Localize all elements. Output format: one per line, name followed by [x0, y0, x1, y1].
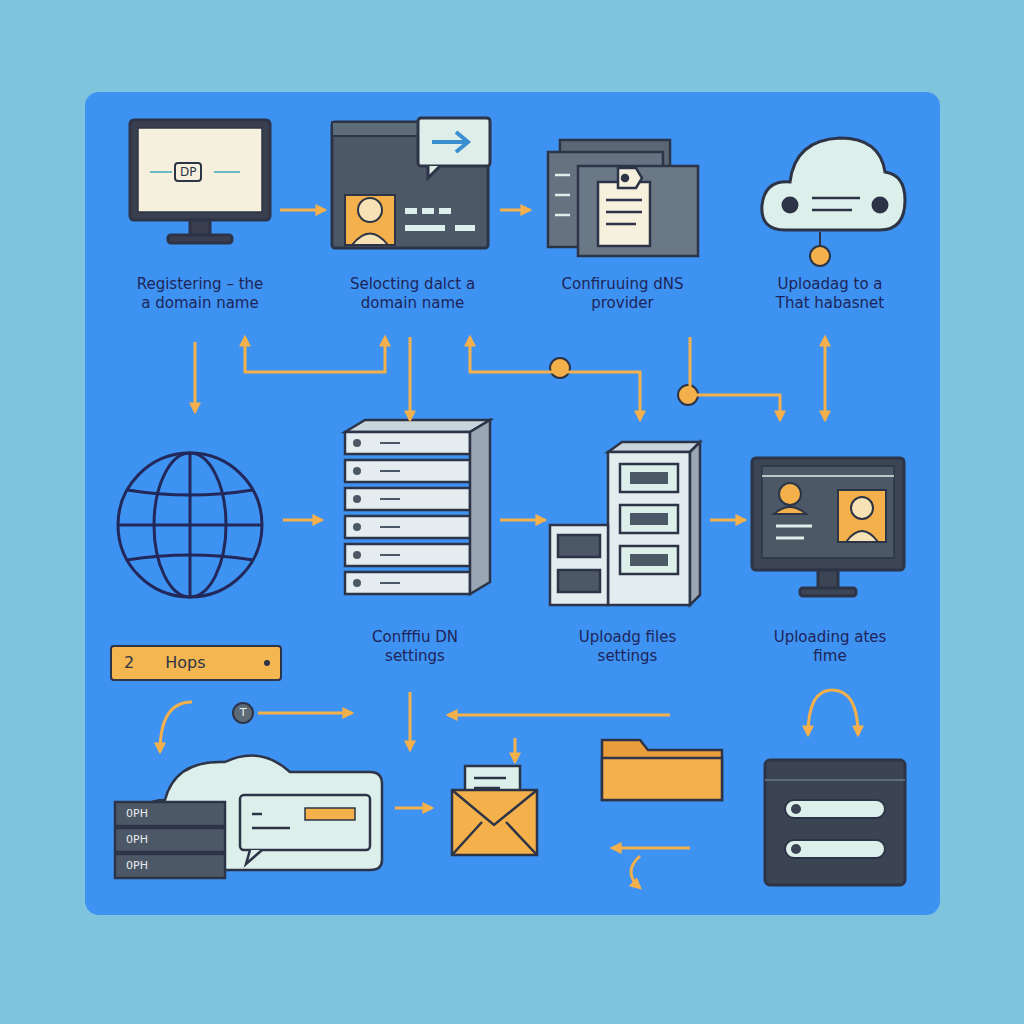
flow-connector — [500, 519, 545, 522]
step-box: Confiruuing dNS provider — [530, 115, 715, 337]
step-label: Uploadg files settings — [558, 628, 698, 666]
files-icon — [548, 140, 698, 256]
flow-connector — [280, 209, 325, 212]
folder-icon — [602, 740, 722, 800]
account-card-icon — [332, 118, 490, 248]
step-label: Selocting dalct a domain name — [343, 275, 483, 313]
cabinet-icon — [550, 442, 700, 605]
step-label: Uploading ates fime — [760, 628, 900, 666]
flow-connector — [824, 337, 827, 420]
marker-letter: T — [236, 706, 250, 720]
video-call-icon — [752, 458, 904, 596]
screen-label: DP — [174, 162, 202, 182]
monitor-icon — [130, 120, 270, 243]
server-rack-icon — [345, 420, 490, 594]
flow-connector — [710, 519, 745, 522]
step-label: Confffiu DN settings — [340, 628, 490, 666]
flow-connector — [470, 337, 640, 420]
cloud-icon — [762, 138, 905, 266]
coin-dots — [550, 358, 698, 405]
step-box: Selocting dalct a domain name — [325, 115, 500, 337]
browser-icon — [765, 760, 905, 885]
flow-connector — [409, 337, 412, 420]
step-box: Uploading ates fime — [745, 420, 915, 685]
cloud-server-icon — [115, 703, 382, 878]
hop-badge: 2 Hops — [110, 645, 282, 681]
globe-icon — [118, 453, 262, 597]
step-box: Uploadg files settings — [545, 420, 710, 685]
panel — [85, 92, 940, 915]
step-box: Registering – the a domain name — [120, 115, 280, 337]
server-row-label: 0PH — [126, 858, 148, 874]
flow-connector — [245, 337, 385, 372]
flow-connector — [500, 209, 530, 212]
flow-connector — [690, 337, 780, 420]
step-label: Registering – the a domain name — [135, 275, 265, 313]
badge-text: 2 Hops — [112, 647, 280, 679]
step-label: Uploadag to a That habasnet — [760, 275, 900, 313]
step-label: Confiruuing dNS provider — [538, 275, 708, 313]
step-box: Confffiu DN settings — [330, 420, 500, 685]
mail-icon — [452, 766, 537, 855]
server-row-label: 0PH — [126, 806, 148, 822]
server-row-label: 0PH — [126, 832, 148, 848]
flow-arrows — [160, 342, 858, 888]
step-box: Uploadag to a That habasnet — [745, 115, 915, 337]
